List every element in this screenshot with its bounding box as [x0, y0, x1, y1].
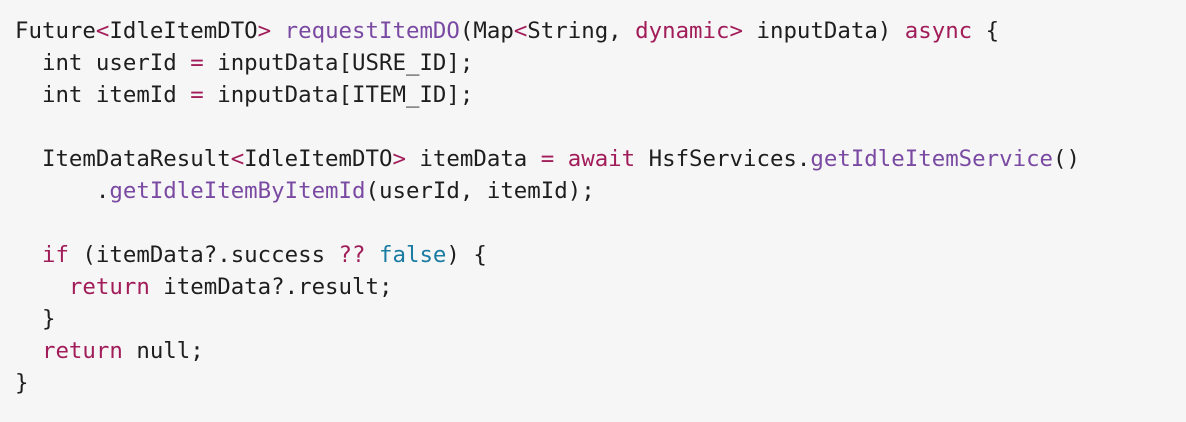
code-token: =: [190, 50, 204, 76]
code-line: .getIdleItemByItemId(userId, itemId);: [15, 175, 1186, 207]
code-token: (userId, itemId);: [365, 178, 595, 204]
code-token: <: [230, 146, 245, 172]
code-token: <: [95, 18, 110, 44]
code-token: ItemDataResult: [15, 146, 231, 172]
code-token: dynamic: [635, 18, 730, 44]
code-token: String,: [527, 18, 636, 44]
code-token: return: [68, 274, 150, 300]
code-token: }: [15, 370, 29, 396]
code-token: ??: [338, 242, 366, 268]
code-token: false: [379, 242, 447, 268]
code-token: async: [904, 18, 973, 44]
code-line: if (itemData?.success ?? false) {: [15, 239, 1186, 271]
code-line: }: [15, 367, 1186, 399]
code-token: [15, 338, 42, 364]
code-token: (itemData?.success: [68, 242, 339, 268]
code-token: await: [567, 146, 636, 172]
code-line: int itemId = inputData[ITEM_ID];: [15, 79, 1186, 111]
code-token: return: [41, 338, 123, 364]
code-token: (Map: [459, 18, 514, 44]
code-line: Future<IdleItemDTO> requestItemDO(Map<St…: [15, 15, 1186, 47]
code-token: itemData?.result;: [149, 274, 393, 300]
code-token: [366, 242, 379, 268]
code-line: [15, 111, 1186, 143]
code-token: [15, 274, 69, 300]
code-token: =: [540, 146, 555, 172]
code-token: (): [1053, 146, 1081, 172]
code-token: HsfServices.: [635, 146, 811, 172]
code-token: getIdleItemByItemId: [109, 178, 366, 204]
code-token: Future: [15, 18, 96, 44]
code-token: if: [41, 242, 69, 268]
code-line: return itemData?.result;: [15, 271, 1186, 303]
code-line: return null;: [15, 335, 1186, 367]
code-token: ) {: [446, 242, 487, 268]
code-token: .: [15, 178, 110, 204]
code-line: ItemDataResult<IdleItemDTO> itemData = a…: [15, 143, 1186, 175]
code-token: =: [190, 82, 204, 108]
code-token: [554, 146, 567, 172]
code-token: inputData[ITEM_ID];: [203, 82, 474, 108]
code-text: Future<IdleItemDTO> requestItemDO(Map<St…: [15, 15, 1186, 399]
code-token: IdleItemDTO: [244, 146, 393, 172]
code-token: null;: [122, 338, 204, 364]
code-token: >: [729, 18, 743, 44]
code-token: <: [513, 18, 528, 44]
code-token: int userId: [15, 50, 191, 76]
code-line: int userId = inputData[USRE_ID];: [15, 47, 1186, 79]
code-token: requestItemDO: [284, 18, 460, 44]
code-token: inputData): [743, 18, 905, 44]
code-token: >: [257, 18, 272, 44]
code-token: [271, 18, 284, 44]
code-token: int itemId: [15, 82, 191, 108]
code-token: >: [392, 146, 406, 172]
code-token: }: [15, 306, 56, 332]
code-token: [15, 242, 42, 268]
code-token: {: [972, 18, 1000, 44]
code-line: [15, 207, 1186, 239]
code-token: itemData: [405, 146, 541, 172]
code-token: inputData[USRE_ID];: [203, 50, 474, 76]
code-token: getIdleItemService: [810, 146, 1054, 172]
code-line: }: [15, 303, 1186, 335]
code-token: IdleItemDTO: [109, 18, 258, 44]
